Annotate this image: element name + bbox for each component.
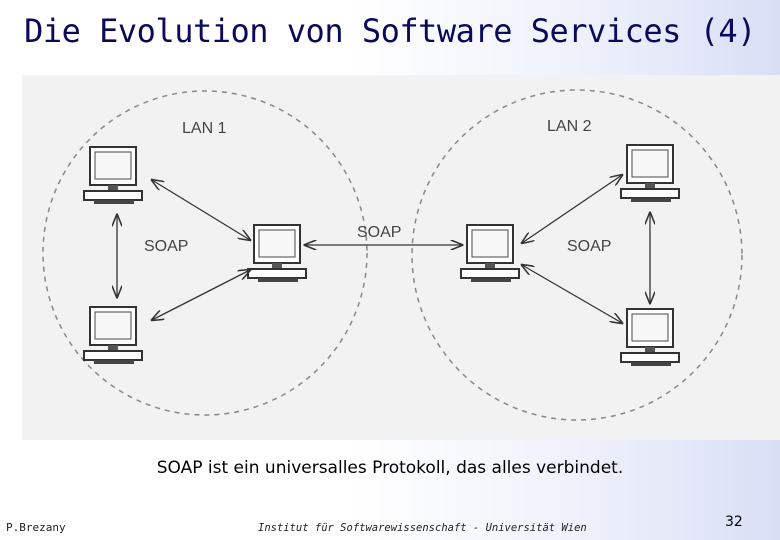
lan1-computer-top (83, 146, 143, 205)
lan1-boundary (42, 90, 368, 416)
lan2-bottom-arrow (522, 265, 622, 323)
lan2-gateway-computer (460, 224, 520, 283)
lan2-top-arrow (522, 175, 622, 243)
lan1-bottom-arrow (152, 270, 250, 320)
network-diagram: LAN 1 LAN 2 SOAP SOAP SOAP (22, 75, 780, 440)
lan2-label: LAN 2 (547, 118, 592, 135)
lan1-label: LAN 1 (182, 120, 227, 137)
lan2-computer-bottom (620, 308, 680, 367)
slide-title: Die Evolution von Software Services (4) (24, 12, 756, 50)
institute-footer: Institut für Softwarewissenschaft - Univ… (258, 522, 587, 534)
lan1-computer-bottom (83, 306, 143, 365)
lan1-top-arrow (152, 180, 250, 240)
author-footer: P.Brezany (6, 521, 66, 534)
lan2-boundary (411, 89, 743, 421)
slide-caption: SOAP ist ein universalles Protokoll, das… (156, 458, 624, 478)
lan2-computer-top (620, 144, 680, 203)
lan1-gateway-computer (247, 224, 307, 283)
soap-label-center: SOAP (357, 224, 401, 241)
network-diagram-svg: LAN 1 LAN 2 SOAP SOAP SOAP (42, 89, 743, 421)
soap-label-left: SOAP (144, 238, 188, 255)
soap-label-right: SOAP (567, 238, 611, 255)
page-number: 32 (725, 514, 743, 530)
